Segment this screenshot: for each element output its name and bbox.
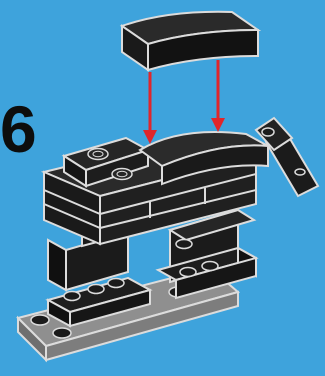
- new-curved-brick: [122, 12, 258, 70]
